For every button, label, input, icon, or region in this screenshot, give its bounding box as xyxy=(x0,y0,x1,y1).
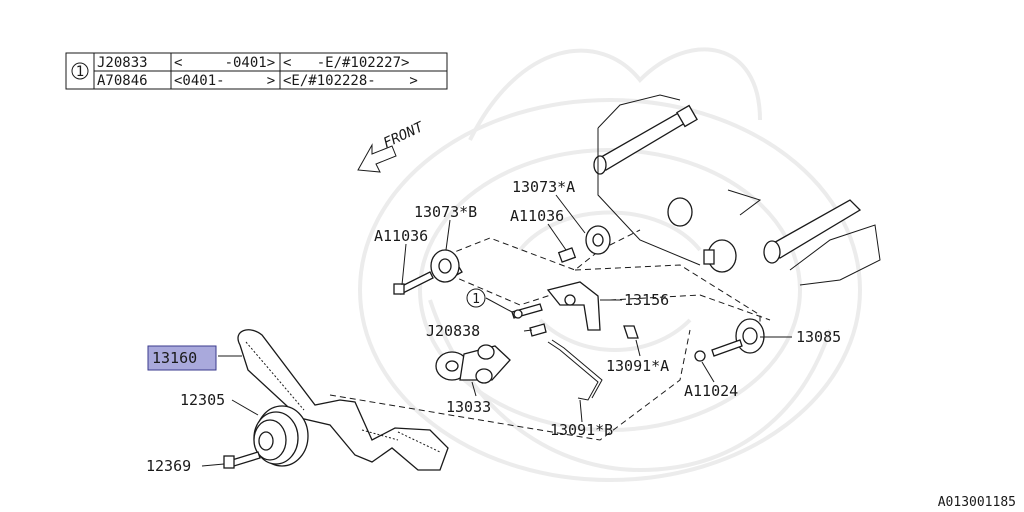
bracket-13156 xyxy=(511,281,601,337)
table-serial-range-1: < -E/#102227> xyxy=(283,55,409,71)
reference-code: A013001185 xyxy=(938,495,1016,510)
label-13085[interactable]: 13085 xyxy=(796,328,841,346)
tensioner-13033 xyxy=(435,344,511,384)
crank-pulley-12305 xyxy=(253,405,309,467)
idler-13085 xyxy=(694,318,765,362)
bolt-12369 xyxy=(223,451,261,469)
label-13160[interactable]: 13160 xyxy=(152,349,197,367)
table-serial-range-2: <E/#102228- > xyxy=(283,73,418,89)
camshaft-lower xyxy=(727,189,881,286)
part-labels: 13073*A A11036 13073*B A11036 1 13156 J2… xyxy=(146,178,841,475)
camshaft-upper xyxy=(593,94,701,266)
table-marker: 1 xyxy=(76,64,84,80)
label-13033[interactable]: 13033 xyxy=(446,398,491,416)
table-date-range-2: <0401- > xyxy=(174,73,275,89)
clip-13091a xyxy=(623,325,639,339)
front-arrow: FRONT xyxy=(357,119,427,173)
label-13091a[interactable]: 13091*A xyxy=(606,357,669,375)
rod-13091b xyxy=(547,339,603,401)
assembly-guide-lines xyxy=(329,229,771,441)
table-date-range-1: < -0401> xyxy=(174,55,275,71)
highlight-box xyxy=(147,345,217,371)
label-13156[interactable]: 13156 xyxy=(624,291,669,309)
label-12305[interactable]: 12305 xyxy=(180,391,225,409)
label-13073b[interactable]: 13073*B xyxy=(414,203,477,221)
callout-marker: 1 xyxy=(472,292,480,307)
watermark-logo xyxy=(358,47,862,482)
table-part-2[interactable]: A70846 xyxy=(97,73,148,89)
label-13091b[interactable]: 13091*B xyxy=(550,421,613,439)
label-a11036-upper[interactable]: A11036 xyxy=(510,207,564,225)
label-j20838[interactable]: J20838 xyxy=(426,322,480,340)
timing-belt-13160 xyxy=(237,329,449,471)
idler-13073a xyxy=(557,225,611,263)
reference-table: 1 J20833 < -0401> < -E/#102227> A70846 <… xyxy=(65,52,448,90)
cam-idlers xyxy=(667,197,737,273)
label-a11024[interactable]: A11024 xyxy=(684,382,738,400)
front-label: FRONT xyxy=(381,119,427,152)
leader-lines xyxy=(201,194,792,467)
label-13073a[interactable]: 13073*A xyxy=(512,178,575,196)
table-part-1[interactable]: J20833 xyxy=(97,55,148,71)
label-12369[interactable]: 12369 xyxy=(146,457,191,475)
idler-13073b xyxy=(393,249,463,295)
label-a11036-lower[interactable]: A11036 xyxy=(374,227,428,245)
